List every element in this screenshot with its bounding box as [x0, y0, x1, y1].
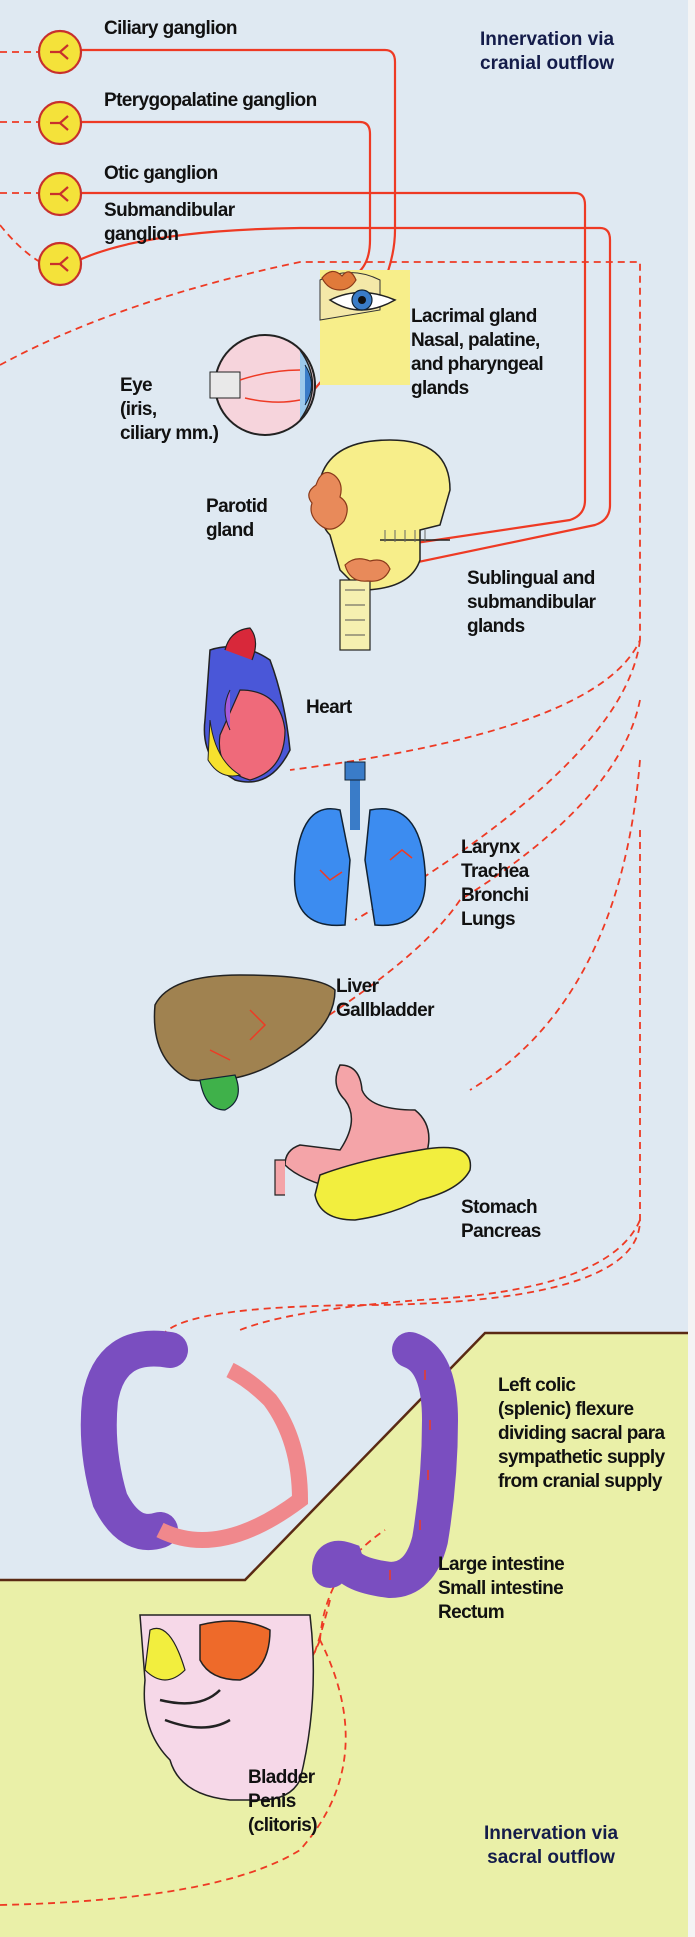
label-line: Submandibular	[104, 199, 235, 223]
label-line: ganglion	[104, 223, 235, 247]
liver-label: Liver Gallbladder	[336, 975, 434, 1023]
otic-ganglion-label: Otic ganglion	[104, 162, 218, 186]
label-line: from cranial supply	[498, 1470, 665, 1494]
label-line: glands	[467, 615, 595, 639]
sacral-outflow-header: Innervation via sacral outflow	[484, 1822, 618, 1870]
label-line: Bladder	[248, 1766, 317, 1790]
lacrimal-label: Lacrimal gland Nasal, palatine, and phar…	[411, 305, 543, 401]
label-line: Large intestine	[438, 1553, 564, 1577]
label-line: Pancreas	[461, 1220, 541, 1244]
eye-label: Eye (iris, ciliary mm.)	[120, 374, 218, 446]
label-line: gland	[206, 519, 267, 543]
label-line: Lacrimal gland	[411, 305, 543, 329]
cranial-outflow-header: Innervation via cranial outflow	[480, 28, 614, 76]
label-line: Parotid	[206, 495, 267, 519]
submandibular-ganglion-label: Submandibular ganglion	[104, 199, 235, 247]
label-line: glands	[411, 377, 543, 401]
cranial-header-line: cranial outflow	[480, 52, 614, 76]
label-line: Ciliary ganglion	[104, 17, 237, 41]
label-line: Eye	[120, 374, 218, 398]
pterygopalatine-ganglion-label: Pterygopalatine ganglion	[104, 89, 317, 113]
label-line: Stomach	[461, 1196, 541, 1220]
label-line: Heart	[306, 696, 352, 720]
label-line: (iris,	[120, 398, 218, 422]
page-right-edge	[688, 0, 695, 1937]
label-line: ciliary mm.)	[120, 422, 218, 446]
label-line: Penis	[248, 1790, 317, 1814]
label-line: Otic ganglion	[104, 162, 218, 186]
label-line: dividing sacral para	[498, 1422, 665, 1446]
label-line: (clitoris)	[248, 1814, 317, 1838]
label-line: Pterygopalatine ganglion	[104, 89, 317, 113]
lungs-label: Larynx Trachea Bronchi Lungs	[461, 836, 529, 932]
label-line: Larynx	[461, 836, 529, 860]
label-line: Small intestine	[438, 1577, 564, 1601]
intestine-label: Large intestine Small intestine Rectum	[438, 1553, 564, 1625]
label-line: Nasal, palatine,	[411, 329, 543, 353]
label-line: sympathetic supply	[498, 1446, 665, 1470]
sublingual-label: Sublingual and submandibular glands	[467, 567, 595, 639]
colic-flexure-label: Left colic (splenic) flexure dividing sa…	[498, 1374, 665, 1494]
label-line: Trachea	[461, 860, 529, 884]
label-line: submandibular	[467, 591, 595, 615]
sacral-header-line: Innervation via	[484, 1822, 618, 1846]
heart-label: Heart	[306, 696, 352, 720]
label-line: Sublingual and	[467, 567, 595, 591]
sacral-header-line: sacral outflow	[484, 1846, 618, 1870]
face-lacrimal-icon	[320, 270, 410, 385]
label-line: and pharyngeal	[411, 353, 543, 377]
label-line: Bronchi	[461, 884, 529, 908]
label-line: Gallbladder	[336, 999, 434, 1023]
cranial-header-line: Innervation via	[480, 28, 614, 52]
label-line: Left colic	[498, 1374, 665, 1398]
label-line: (splenic) flexure	[498, 1398, 665, 1422]
parotid-label: Parotid gland	[206, 495, 267, 543]
label-line: Lungs	[461, 908, 529, 932]
label-line: Rectum	[438, 1601, 564, 1625]
stomach-label: Stomach Pancreas	[461, 1196, 541, 1244]
bladder-label: Bladder Penis (clitoris)	[248, 1766, 317, 1838]
label-line: Liver	[336, 975, 434, 999]
ciliary-ganglion-label: Ciliary ganglion	[104, 17, 237, 41]
